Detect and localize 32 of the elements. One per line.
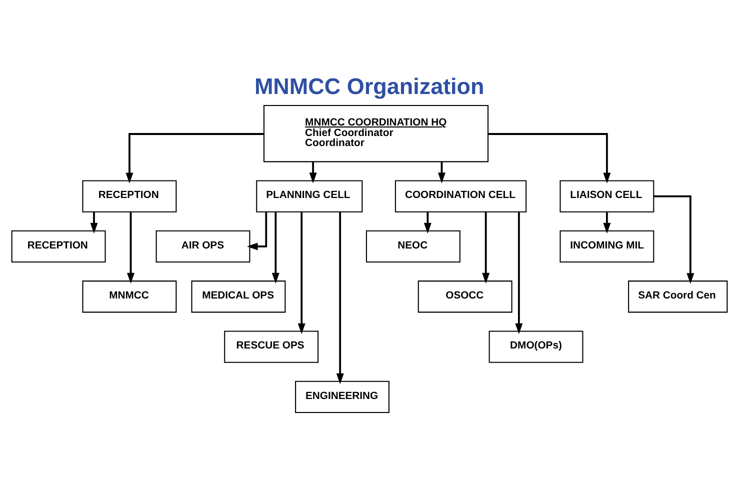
node-box: MEDICAL OPS	[191, 280, 286, 313]
diagram-title: MNMCC Organization	[254, 74, 484, 100]
node-box: COORDINATION CELL	[394, 180, 527, 212]
arrow	[603, 212, 611, 234]
node-box: RESCUE OPS	[224, 330, 319, 363]
arrow	[336, 212, 344, 384]
node-box: MNMCC	[82, 280, 177, 313]
arrow	[515, 212, 523, 334]
node-box: RECEPTION	[11, 230, 106, 263]
node-box: SAR Coord Cen	[628, 280, 728, 313]
arrow	[438, 162, 446, 184]
node-box: PLANNING CELL	[256, 180, 363, 212]
node-box: ENGINEERING	[295, 380, 390, 414]
node-box: DMO(OPs)	[488, 330, 584, 363]
arrow	[654, 195, 694, 284]
node-box: INCOMING MIL	[560, 230, 654, 263]
arrow	[246, 212, 268, 250]
arrow	[127, 212, 135, 284]
node-box: AIR OPS	[156, 230, 250, 263]
arrow	[90, 212, 98, 234]
node-box: MNMCC COORDINATION HQ Chief Coordinator Coordinator	[263, 104, 489, 162]
node-box: LIAISON CELL	[560, 180, 654, 212]
arrow	[482, 212, 490, 284]
arrow	[298, 212, 306, 334]
arrow	[309, 162, 317, 184]
node-box: RECEPTION	[82, 180, 177, 212]
arrow	[272, 212, 280, 284]
node-box: NEOC	[366, 230, 460, 263]
arrow	[126, 133, 264, 184]
node-box: OSOCC	[418, 280, 512, 313]
arrow	[424, 212, 432, 234]
arrow	[488, 133, 611, 184]
